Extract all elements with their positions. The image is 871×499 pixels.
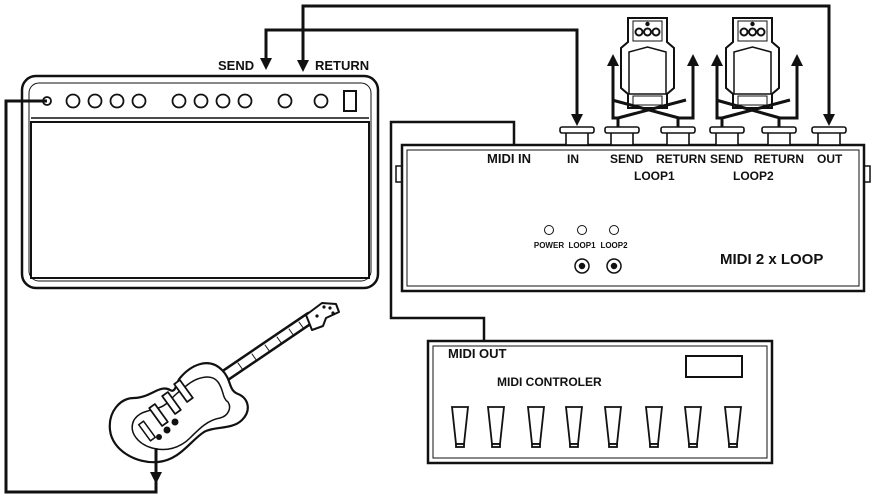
unit-jacks[interactable]: [559, 126, 847, 146]
amp-power-switch[interactable]: [343, 90, 357, 112]
cables: [4, 4, 835, 494]
power-led-label: POWER: [534, 241, 564, 250]
return2-jack-label: RETURN: [754, 152, 804, 166]
amp-return-label: RETURN: [315, 58, 369, 73]
midi-out-label: MIDI OUT: [448, 346, 507, 361]
send1-jack-label: SEND: [610, 152, 644, 166]
loop1-group-label: LOOP1: [634, 169, 675, 183]
unit-name: MIDI 2 x LOOP: [720, 251, 823, 268]
return1-jack-label: RETURN: [656, 152, 706, 166]
out-jack-label: OUT: [817, 152, 843, 166]
out-to-amp-return-cable: [297, 4, 835, 126]
electric-guitar: [108, 302, 340, 464]
loop2-group-label: LOOP2: [733, 169, 774, 183]
loop-switcher-unit: MIDI IN IN SEND RETURN SEND RETURN OUT L…: [395, 143, 871, 293]
loop1-send-cable: [607, 54, 620, 127]
in-jack-label: IN: [567, 152, 579, 166]
send2-jack-label: SEND: [710, 152, 744, 166]
loop2-led-label: LOOP2: [600, 241, 628, 250]
controller-footswitches[interactable]: [450, 406, 743, 448]
midi-cable: [389, 120, 516, 341]
loop2-send-cable: [711, 54, 724, 127]
effect-pedal-1: [620, 17, 675, 109]
amplifier: SEND RETURN: [20, 58, 380, 290]
controller-display: [685, 355, 743, 378]
loop-footswitch-buttons[interactable]: [574, 258, 622, 274]
loop1-led-label: LOOP1: [568, 241, 596, 250]
midi-controller: MIDI OUT MIDI CONTROLER: [426, 339, 774, 465]
midi-in-label: MIDI IN: [487, 151, 531, 166]
status-leds: [544, 225, 619, 235]
effect-pedal-2: [725, 17, 780, 109]
controller-name: MIDI CONTROLER: [497, 375, 602, 389]
amp-send-label: SEND: [218, 58, 254, 73]
